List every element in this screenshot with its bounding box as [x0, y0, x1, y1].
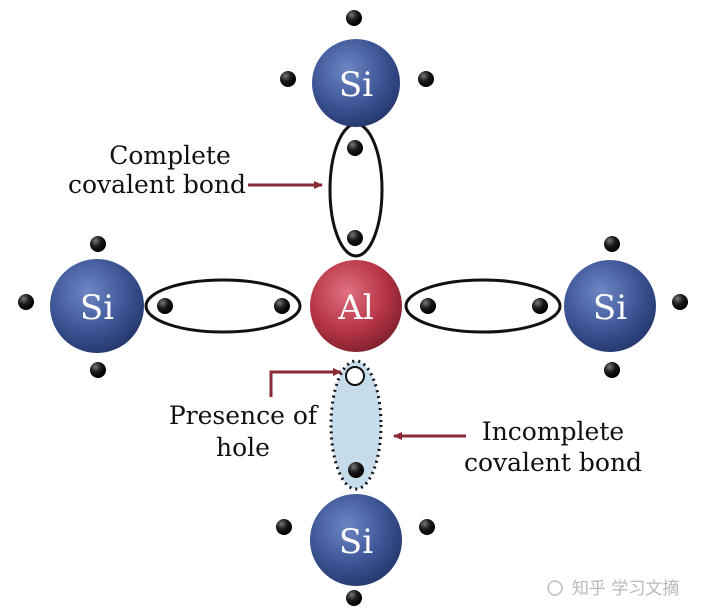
label-hole-line2: hole — [216, 433, 270, 462]
electron — [276, 519, 292, 535]
electron — [18, 294, 34, 310]
al-atom-center-label: Al — [337, 288, 373, 328]
electron — [90, 362, 106, 378]
label-complete-line2: covalent bond — [68, 170, 246, 199]
label-complete-line1: Complete — [109, 141, 231, 170]
bond-right — [404, 278, 562, 334]
electron — [90, 236, 106, 252]
electron — [604, 362, 620, 378]
hole — [345, 366, 365, 386]
label-incomplete-line1: Incomplete — [482, 417, 624, 446]
electron — [348, 462, 364, 478]
si-atom-bottom-label: Si — [339, 522, 373, 562]
si-atom-right-label: Si — [593, 288, 627, 328]
electron — [280, 71, 296, 87]
electron — [346, 590, 362, 606]
electron — [347, 140, 363, 156]
watermark-icon — [547, 580, 563, 596]
al-atom-center: Al — [310, 260, 402, 352]
watermark-text: 知乎 学习文摘 — [572, 579, 679, 599]
si-atom-top-label: Si — [339, 65, 373, 105]
electron — [346, 10, 362, 26]
label-hole-line1: Presence of — [169, 401, 319, 430]
electron — [418, 71, 434, 87]
watermark: 知乎 学习文摘 — [547, 579, 679, 599]
si-atom-left-label: Si — [80, 288, 114, 328]
electron — [532, 298, 548, 314]
si-atom-bottom: Si — [310, 494, 402, 586]
electron — [672, 294, 688, 310]
electrons — [18, 10, 688, 606]
electron — [604, 236, 620, 252]
electron — [420, 298, 436, 314]
label-incomplete-line2: covalent bond — [464, 448, 642, 477]
electron — [274, 298, 290, 314]
bond-incomplete-bottom — [329, 359, 383, 491]
electron — [347, 230, 363, 246]
electron — [419, 519, 435, 535]
si-atom-top: Si — [312, 39, 400, 127]
bond-left — [144, 278, 302, 334]
arrow-hole — [269, 368, 342, 397]
si-atom-right: Si — [564, 260, 656, 352]
electron — [157, 298, 173, 314]
si-atom-left: Si — [50, 259, 144, 353]
